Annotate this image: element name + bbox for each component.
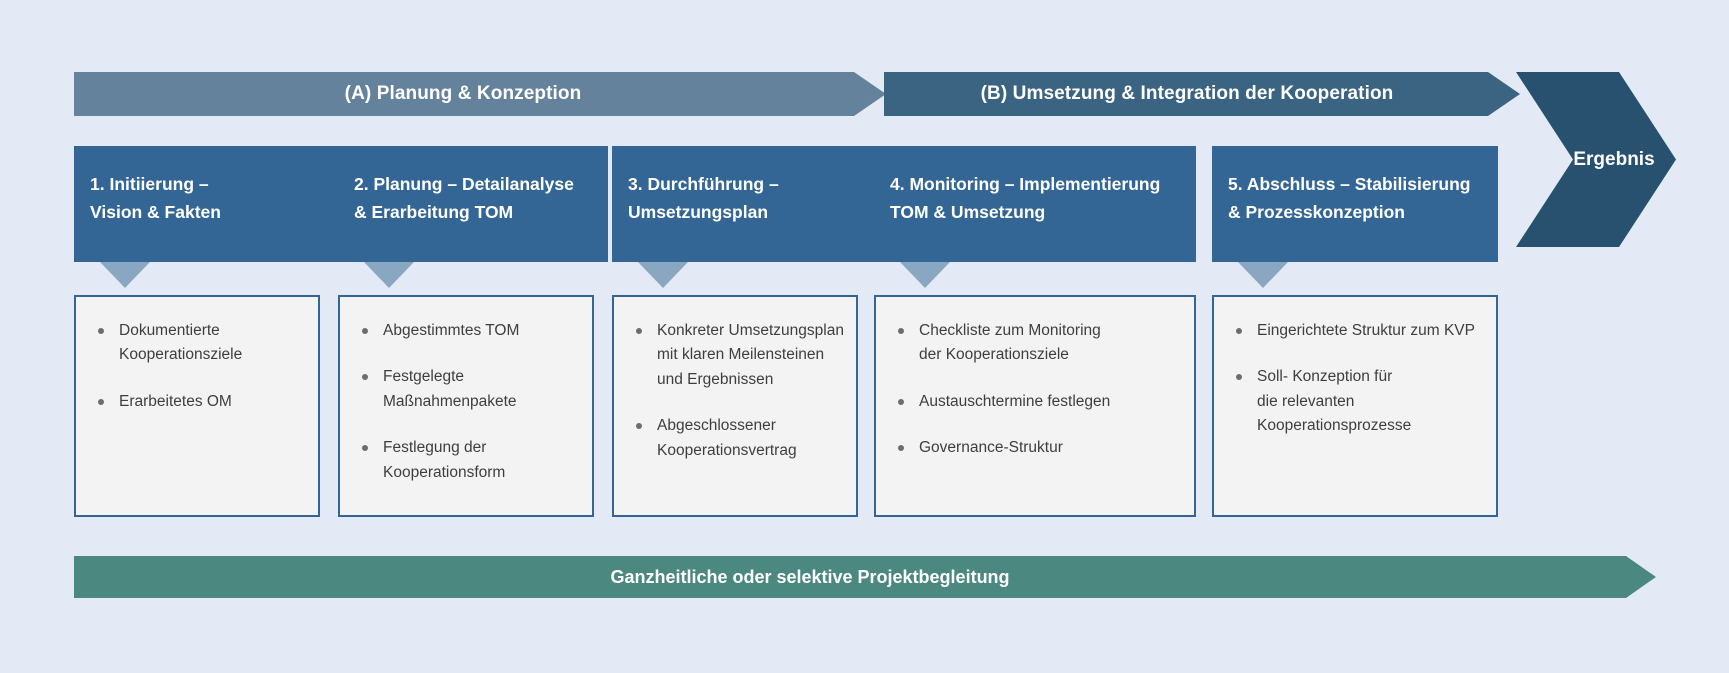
- list-item: Checkliste zum Monitoring der Kooperatio…: [890, 319, 1182, 368]
- result-label: Ergebnis: [1573, 148, 1655, 170]
- phase-band-b[interactable]: (B) Umsetzung & Integration der Kooperat…: [884, 72, 1520, 116]
- step-header-3[interactable]: 3. Durchführung – Umsetzungsplan: [612, 146, 882, 262]
- step-column-5[interactable]: 5. Abschluss – Stabilisierung & Prozessk…: [1212, 146, 1498, 288]
- list-item: Abgestimmtes TOM: [354, 319, 580, 343]
- step-column-2[interactable]: 2. Planung – Detailanalyse & Erarbeitung…: [338, 146, 608, 288]
- list-item: Erarbeitetes OM: [90, 390, 306, 414]
- connector-arrow-1: [100, 262, 150, 288]
- result-chevron[interactable]: Ergebnis: [1516, 72, 1676, 247]
- outcome-box-3[interactable]: Konkreter Umsetzungsplan mit klaren Meil…: [612, 295, 858, 517]
- connector-arrow-4: [900, 262, 950, 288]
- list-item: Austauschtermine festlegen: [890, 390, 1182, 414]
- outcome-list-4: Checkliste zum Monitoring der Kooperatio…: [890, 319, 1182, 461]
- outcome-box-1[interactable]: Dokumentierte Kooperationsziele Erarbeit…: [74, 295, 320, 517]
- support-band[interactable]: Ganzheitliche oder selektive Projektbegl…: [74, 556, 1656, 598]
- outcome-box-4[interactable]: Checkliste zum Monitoring der Kooperatio…: [874, 295, 1196, 517]
- step-column-3[interactable]: 3. Durchführung – Umsetzungsplan: [612, 146, 882, 288]
- support-band-arrow-shape: [74, 556, 1656, 598]
- step-title-3: 3. Durchführung – Umsetzungsplan: [628, 174, 779, 223]
- step-column-4[interactable]: 4. Monitoring – Implementierung TOM & Um…: [874, 146, 1196, 288]
- connector-arrow-2: [364, 262, 414, 288]
- step-title-1: 1. Initiierung – Vision & Fakten: [90, 174, 221, 223]
- step-header-4[interactable]: 4. Monitoring – Implementierung TOM & Um…: [874, 146, 1196, 262]
- phase-b-arrow-shape: [884, 72, 1520, 116]
- step-title-4: 4. Monitoring – Implementierung TOM & Um…: [890, 174, 1161, 223]
- list-item: Dokumentierte Kooperationsziele: [90, 319, 306, 368]
- outcome-list-1: Dokumentierte Kooperationsziele Erarbeit…: [90, 319, 306, 414]
- list-item: Konkreter Umsetzungsplan mit klaren Meil…: [628, 319, 844, 392]
- phase-a-label: (A) Planung & Konzeption: [344, 83, 582, 104]
- outcome-list-2: Abgestimmtes TOM Festgelegte Maßnahmenpa…: [354, 319, 580, 485]
- outcome-list-5: Eingerichtete Struktur zum KVP Soll- Kon…: [1228, 319, 1484, 439]
- phase-a-arrow-shape: [74, 72, 886, 116]
- step-header-2[interactable]: 2. Planung – Detailanalyse & Erarbeitung…: [338, 146, 608, 262]
- outcome-box-2[interactable]: Abgestimmtes TOM Festgelegte Maßnahmenpa…: [338, 295, 594, 517]
- list-item: Soll- Konzeption für die relevanten Koop…: [1228, 365, 1484, 438]
- connector-arrow-5: [1238, 262, 1288, 288]
- step-title-2: 2. Planung – Detailanalyse & Erarbeitung…: [354, 174, 574, 223]
- list-item: Festgelegte Maßnahmenpakete: [354, 365, 580, 414]
- phase-b-label: (B) Umsetzung & Integration der Kooperat…: [980, 83, 1394, 104]
- step-header-5[interactable]: 5. Abschluss – Stabilisierung & Prozessk…: [1212, 146, 1498, 262]
- list-item: Festlegung der Kooperationsform: [354, 436, 580, 485]
- list-item: Eingerichtete Struktur zum KVP: [1228, 319, 1484, 343]
- phase-band-a[interactable]: (A) Planung & Konzeption: [74, 72, 886, 116]
- step-title-5: 5. Abschluss – Stabilisierung & Prozessk…: [1228, 174, 1471, 223]
- outcome-box-5[interactable]: Eingerichtete Struktur zum KVP Soll- Kon…: [1212, 295, 1498, 517]
- connector-arrow-3: [638, 262, 688, 288]
- support-band-label: Ganzheitliche oder selektive Projektbegl…: [610, 566, 1010, 587]
- list-item: Governance-Struktur: [890, 436, 1182, 460]
- step-header-1[interactable]: 1. Initiierung – Vision & Fakten: [74, 146, 344, 262]
- list-item: Abgeschlossener Kooperationsvertrag: [628, 414, 844, 463]
- outcome-list-3: Konkreter Umsetzungsplan mit klaren Meil…: [628, 319, 844, 463]
- result-chevron-shape: [1516, 72, 1676, 247]
- step-column-1[interactable]: 1. Initiierung – Vision & Fakten: [74, 146, 344, 288]
